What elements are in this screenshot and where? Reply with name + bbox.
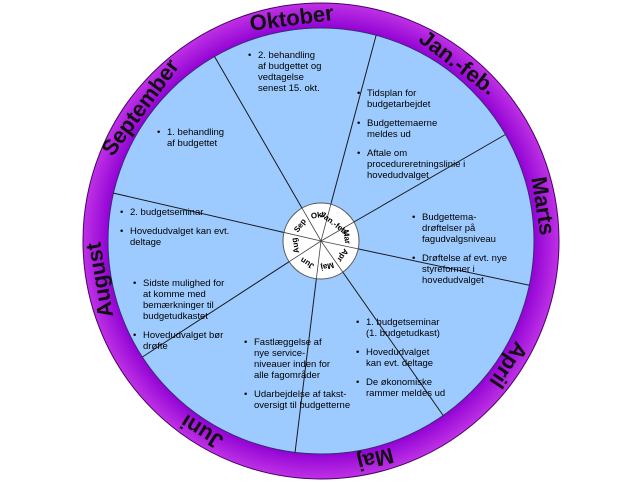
hub-label-2: Mar (341, 229, 352, 244)
list-item: •Sidste mulighed for at komme med bemærk… (133, 278, 225, 322)
segment-text-jan-feb: •Tidsplan for budgetarbejdet •Budgettema… (357, 88, 492, 189)
segment-divider-7 (113, 192, 285, 233)
bullet-icon: • (357, 88, 361, 99)
bullet-icon: • (357, 148, 361, 159)
list-item: •Budgettemaerne meldes ud (357, 118, 438, 140)
hub-label-8: Okt (310, 210, 325, 221)
segment-text-august: •2. budgetseminar •Hovedudvalget kan evt… (120, 207, 250, 256)
segment-divider-8 (214, 56, 303, 209)
segment-divider-2 (353, 134, 506, 223)
segment-text-maj: •Fastlæggelse af nye service- niveauer i… (244, 337, 359, 419)
hub-divider-7 (283, 232, 322, 242)
bullet-icon: • (120, 226, 124, 237)
list-item: •Tidsplan for budgetarbejdet (357, 88, 431, 110)
list-item: •Fastlæggelse af nye service- niveauer i… (244, 337, 331, 381)
list-item: •2. budgetseminar (120, 207, 204, 218)
hub-divider-4 (320, 240, 344, 273)
segment-text-april: •1. budgetseminar (1. budgetudkast) •Hov… (356, 317, 471, 407)
list-item: •Hovedudvalget kan evt. deltage (356, 347, 434, 369)
hub-label-4: Maj (320, 260, 335, 272)
list-item: •2. behandling af budgettet og vedtagels… (248, 50, 322, 94)
hub-divider-1 (320, 204, 332, 242)
segment-divider-5 (294, 278, 317, 453)
list-item: •Hovedudvalget bør drøfte (133, 330, 224, 352)
segment-divider-3 (358, 248, 530, 286)
bullet-icon: • (412, 253, 416, 264)
bullet-icon: • (248, 50, 252, 61)
segment-text-juni: •Sidste mulighed for at komme med bemærk… (133, 278, 258, 360)
bullet-icon: • (356, 347, 360, 358)
bullet-icon: • (356, 377, 360, 388)
hub-divider-5 (315, 240, 322, 279)
bullet-icon: • (120, 207, 124, 218)
bullet-icon: • (133, 330, 137, 341)
bullet-icon: • (244, 337, 248, 348)
hub-label-6: Aug (290, 237, 302, 254)
list-item: •Budgettema- drøftelser på fagudvalgsniv… (412, 212, 496, 245)
hub-divider-3 (320, 240, 359, 250)
bullet-icon: • (357, 118, 361, 129)
list-item: •1. behandling af budgettet (157, 127, 225, 149)
list-item: •Hovedudvalget kan evt. deltage (120, 226, 230, 248)
list-item: •Aftale om procedureretningslinie i hove… (357, 148, 466, 181)
bullet-icon: • (244, 389, 248, 400)
bullet-icon: • (157, 127, 161, 138)
segment-text-oktober: •2. behandling af budgettet og vedtagels… (248, 50, 348, 102)
list-item: •Udarbejdelse af takst- oversigt til bud… (244, 389, 351, 411)
hub-divider-6 (288, 240, 322, 263)
segment-divider-6 (142, 261, 290, 358)
bullet-icon: • (133, 278, 137, 289)
segment-divider-4 (342, 271, 444, 416)
segment-text-september: •1. behandling af budgettet (157, 127, 257, 157)
hub-divider-2 (320, 221, 355, 242)
bullet-icon: • (356, 317, 360, 328)
segment-divider-1 (330, 35, 377, 205)
list-item: •Drøftelse af evt. nye styreformer i hov… (412, 253, 508, 286)
list-item: •De økonomiske rammer meldes ud (356, 377, 446, 399)
hub-divider-8 (301, 207, 322, 242)
bullet-icon: • (412, 212, 416, 223)
segment-text-marts: •Budgettema- drøftelser på fagudvalgsniv… (412, 212, 532, 294)
list-item: •1. budgetseminar (1. budgetudkast) (356, 317, 440, 339)
